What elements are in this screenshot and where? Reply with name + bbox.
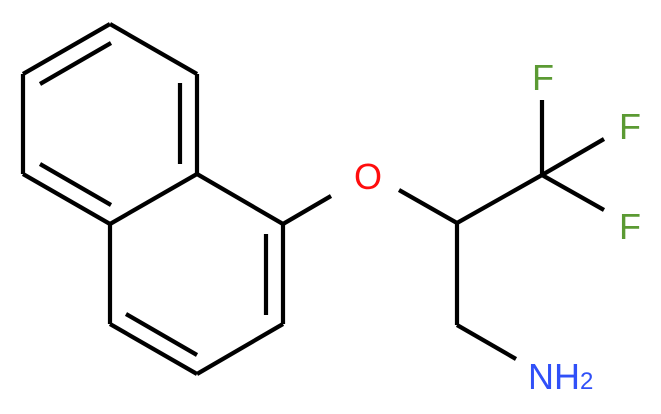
bond-ring-oxygen [281,194,333,226]
bond [21,22,112,76]
bond-oxygen-ch [397,188,459,225]
bond [195,322,285,376]
amine-nh: NH [528,356,580,397]
bond-ch-cf3 [455,173,544,225]
oxygen-label: O [354,156,382,197]
fluorine-label: F [532,57,554,98]
bond [108,172,199,226]
amine-label: NH2 [528,356,593,397]
double-bond-inner [38,162,113,207]
side-chain [281,100,606,361]
bond-c-f [540,173,606,212]
double-bond-inner [38,41,113,86]
fluorine-label: F [619,206,641,247]
fluorine-label: F [619,106,641,147]
double-bond-inner [124,312,199,357]
atom-labels: O F F F NH2 [354,57,641,397]
bond-c-f [540,137,606,177]
bond [195,172,285,226]
bond-ch2-n [455,323,518,361]
naphthalene-ring [20,22,286,376]
bond [108,322,199,376]
bond [21,172,112,226]
amine-subscript: 2 [580,368,593,395]
bond [108,22,199,76]
